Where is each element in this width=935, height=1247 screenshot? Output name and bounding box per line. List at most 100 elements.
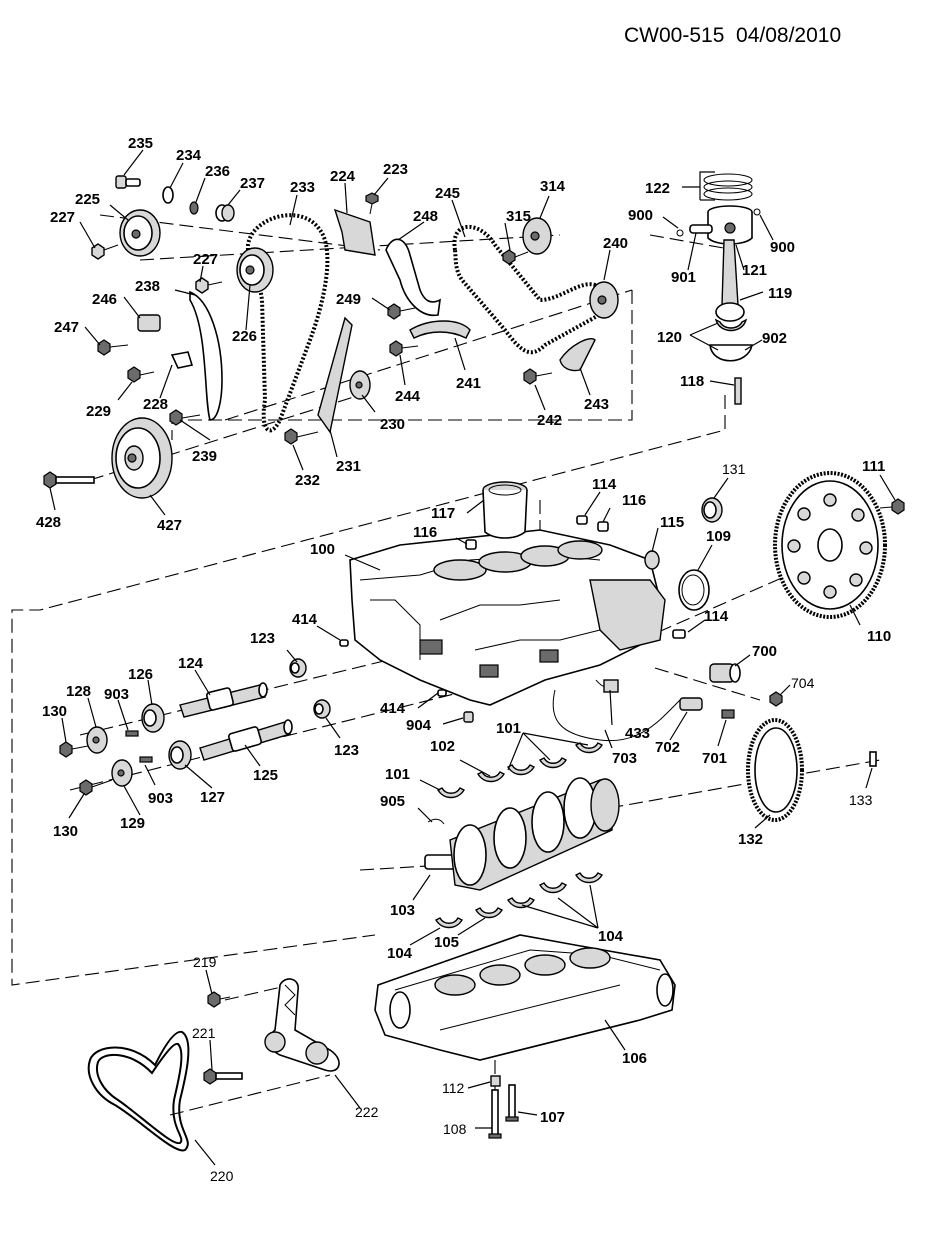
camshaft-sprocket-225 <box>119 209 161 257</box>
label-230: 230 <box>380 416 405 433</box>
chain-guide-241 <box>409 320 471 339</box>
label-248: 248 <box>413 208 438 225</box>
bolt-903a <box>125 730 139 737</box>
rod-bolt-118 <box>734 377 742 405</box>
piston-rings-122 <box>703 173 753 201</box>
label-245: 245 <box>435 185 460 202</box>
label-115: 115 <box>660 514 684 531</box>
rear-seal-109 <box>678 569 710 611</box>
diagram-reference-code: CW00-515 04/08/2010 <box>624 24 842 47</box>
label-126: 126 <box>128 666 153 683</box>
intermediate-sprocket-226 <box>236 247 274 293</box>
label-102: 102 <box>430 738 455 755</box>
label-903a: 903 <box>104 686 129 703</box>
washer-234 <box>162 186 174 204</box>
label-119: 119 <box>768 285 792 302</box>
label-108: 108 <box>443 1121 467 1137</box>
label-130a: 130 <box>42 703 67 720</box>
label-247: 247 <box>54 319 79 336</box>
label-701: 701 <box>702 750 727 767</box>
label-118: 118 <box>680 373 704 390</box>
label-128: 128 <box>66 683 91 700</box>
label-244: 244 <box>395 388 421 405</box>
label-124: 124 <box>178 655 204 672</box>
label-226: 226 <box>232 328 257 345</box>
label-130b: 130 <box>53 823 78 840</box>
bolt-111 <box>879 498 905 515</box>
label-220: 220 <box>210 1168 234 1184</box>
label-104a: 104 <box>598 928 624 945</box>
label-227a: 227 <box>50 209 75 226</box>
label-127: 127 <box>200 789 225 806</box>
label-235: 235 <box>128 135 153 152</box>
tensioner-246 <box>137 314 161 332</box>
label-105: 105 <box>434 934 459 951</box>
part-number-labels: 235 234 236 237 233 224 223 245 314 122 … <box>36 135 891 1184</box>
label-120: 120 <box>657 329 682 346</box>
leader-lines <box>49 149 896 1166</box>
main-bearings-lower <box>435 872 603 929</box>
tensioner-228 <box>170 351 194 369</box>
label-414b: 414 <box>380 700 406 717</box>
label-221: 221 <box>192 1025 216 1041</box>
chain-guide-224 <box>333 208 376 256</box>
label-227b: 227 <box>193 251 218 268</box>
label-109: 109 <box>706 528 731 545</box>
sprocket-230 <box>349 370 371 400</box>
label-223: 223 <box>383 161 408 178</box>
belt-tensioner-222 <box>264 978 340 1072</box>
label-237: 237 <box>240 175 265 192</box>
label-107: 107 <box>540 1109 565 1126</box>
main-bearings-upper <box>437 742 603 799</box>
bolt-242 <box>523 368 553 385</box>
label-117: 117 <box>431 505 455 522</box>
lower-crankcase-106 <box>374 934 676 1061</box>
bolt-229 <box>127 366 155 383</box>
label-241: 241 <box>456 375 481 392</box>
label-106: 106 <box>622 1050 647 1067</box>
drive-belt-220 <box>87 1030 190 1152</box>
label-121: 121 <box>742 262 767 279</box>
label-239: 239 <box>192 448 217 465</box>
bolt-219 <box>207 991 231 1008</box>
sensor-700 <box>709 663 741 683</box>
label-427: 427 <box>157 517 182 534</box>
label-112: 112 <box>442 1080 465 1096</box>
label-133: 133 <box>849 792 873 808</box>
bolt-223 <box>365 192 379 215</box>
rod-cap-902 <box>709 344 753 362</box>
primary-timing-chain <box>245 213 330 433</box>
label-104b: 104 <box>387 945 413 962</box>
label-100: 100 <box>310 541 335 558</box>
knock-sensor-433 <box>595 679 619 693</box>
label-700: 700 <box>752 643 777 660</box>
label-243: 243 <box>584 396 609 413</box>
sensor-702-harness-703 <box>552 689 783 742</box>
label-116a: 116 <box>622 492 646 509</box>
bolt-247 <box>97 339 129 356</box>
sprocket-240 <box>589 281 619 319</box>
label-131: 131 <box>722 461 746 477</box>
label-101b: 101 <box>385 766 410 783</box>
piston-121 <box>707 205 753 245</box>
label-900b: 900 <box>770 239 795 256</box>
washer-236 <box>189 201 199 215</box>
label-101a: 101 <box>496 720 521 737</box>
label-249: 249 <box>336 291 361 308</box>
label-233: 233 <box>290 179 315 196</box>
bolt-244 <box>389 340 419 357</box>
label-902: 902 <box>762 330 787 347</box>
label-246: 246 <box>92 291 117 308</box>
bolt-133 <box>869 751 877 767</box>
bearing-123b <box>313 699 331 719</box>
label-242: 242 <box>537 412 562 429</box>
label-240: 240 <box>603 235 628 252</box>
chain-tensioner-guide-231 <box>317 316 353 434</box>
piston-pin-901 <box>689 224 713 234</box>
chain-guide-238 <box>189 290 223 421</box>
connecting-rod-119 <box>715 239 745 322</box>
bolt-227a <box>91 243 119 260</box>
label-232: 232 <box>295 472 320 489</box>
bolt-130b <box>79 779 113 796</box>
